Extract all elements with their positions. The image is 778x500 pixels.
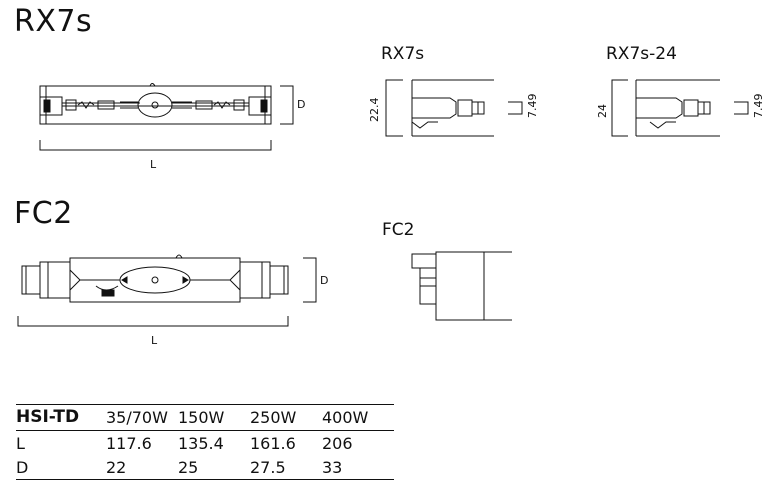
spec-row-diameter: D 22 25 27.5 33 — [16, 455, 394, 480]
spec-cell: 117.6 — [106, 434, 152, 453]
spec-col-header: 35/70W — [106, 407, 168, 427]
spec-cell: 33 — [322, 458, 343, 477]
spec-header-row: HSI-TD 35/70W 150W 250W 400W — [16, 404, 394, 431]
rx7s-length-label: L — [150, 158, 157, 171]
rx7s-24-cap-title: RX7s-24 — [606, 44, 677, 64]
spec-col-header: 400W — [322, 407, 369, 427]
spec-cell: 27.5 — [250, 458, 286, 477]
rx7s-cap-title: RX7s — [381, 44, 425, 64]
spec-cell: 135.4 — [178, 434, 224, 453]
fc2-diameter-label: D — [320, 274, 329, 287]
fc2-length-label: L — [151, 334, 158, 347]
spec-table: HSI-TD 35/70W 150W 250W 400W L 117.6 135… — [16, 404, 394, 480]
rx7s-diameter-label: D — [297, 98, 306, 111]
spec-col-header: 150W — [178, 407, 225, 427]
fc2-section-title: FC2 — [14, 196, 73, 231]
spec-cell: 25 — [178, 458, 199, 477]
spec-col-header: 250W — [250, 407, 297, 427]
spec-cell: 161.6 — [250, 434, 296, 453]
fc2-cap-title: FC2 — [382, 220, 415, 240]
spec-cell: 206 — [322, 434, 353, 453]
spec-cell: 22 — [106, 458, 127, 477]
spec-row-label: D — [16, 458, 29, 477]
spec-row-label: L — [16, 434, 25, 453]
spec-model-header: HSI-TD — [16, 407, 80, 427]
rx7s-section-title: RX7s — [14, 4, 93, 39]
spec-row-length: L 117.6 135.4 161.6 206 — [16, 431, 394, 456]
